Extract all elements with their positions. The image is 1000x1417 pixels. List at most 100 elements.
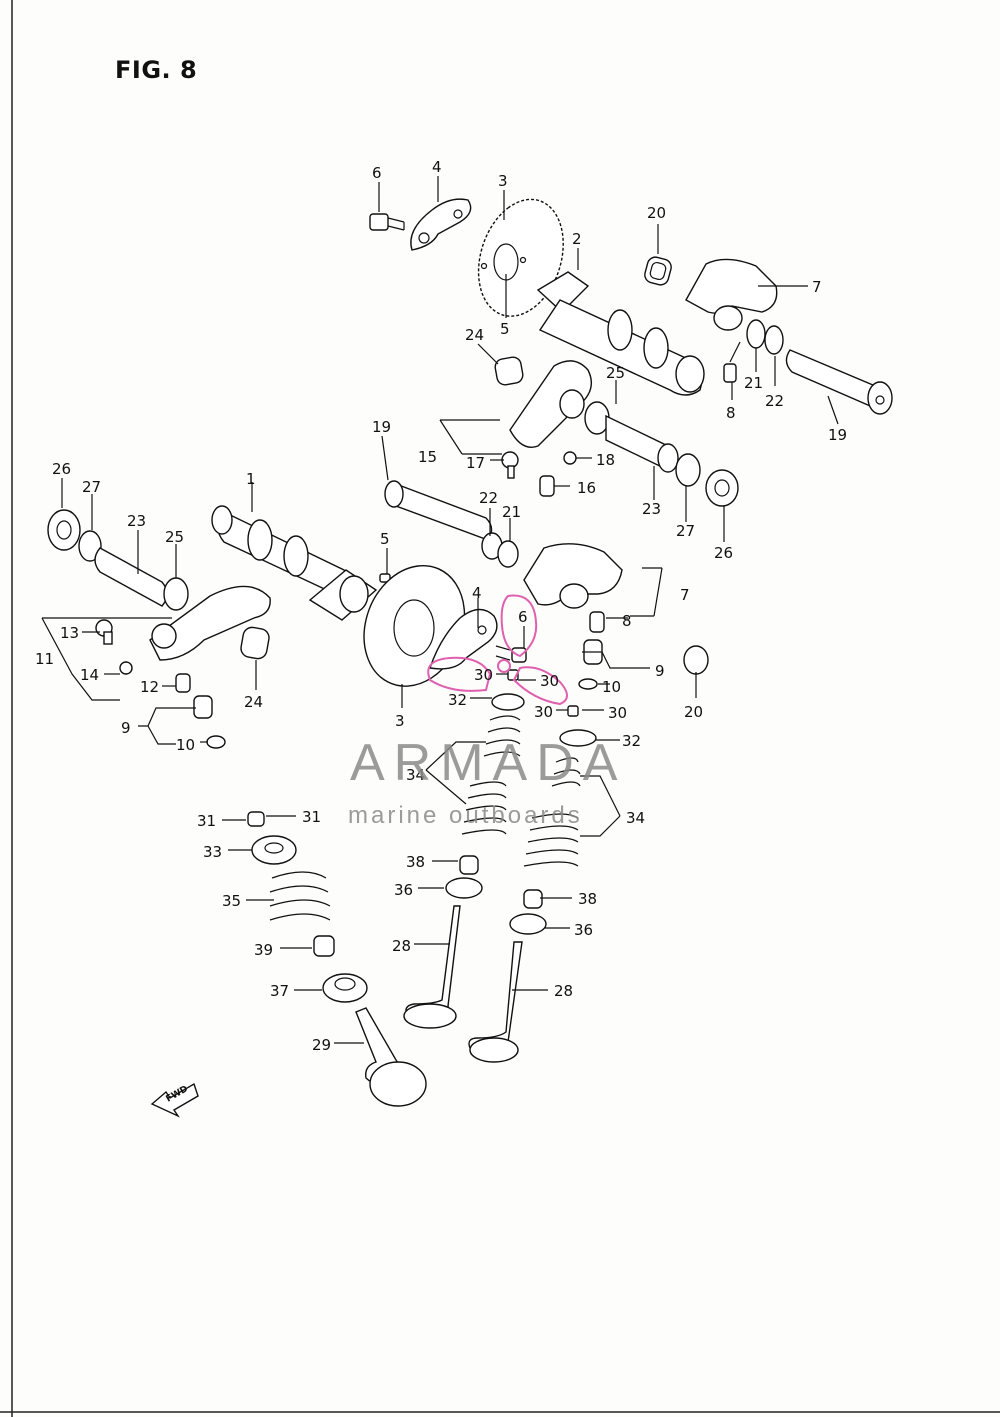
callout-c3b: 3 [395,712,405,730]
callout-c18: 18 [596,451,615,469]
callout-c11: 11 [35,650,54,668]
tappet-9-left [193,695,213,719]
adjuster-8-lower [589,611,605,633]
callout-c3a: 3 [498,172,508,190]
seal-39 [313,935,335,957]
callout-c31a: 31 [197,812,216,830]
callout-c23a: 23 [642,500,661,518]
plate-lower [429,608,498,670]
adjuster-12 [175,673,191,693]
callout-c23b: 23 [127,512,146,530]
plug-26-upper [705,469,739,507]
callout-c29: 29 [312,1036,331,1054]
washers-21-22-upper [746,319,784,355]
callout-c16: 16 [577,479,596,497]
leader-lines [41,176,839,1044]
pin-5-lower [379,573,391,583]
callout-c20a: 20 [647,204,666,222]
rocker-arm-upper-right [685,258,778,331]
callout-c4b: 4 [472,584,482,602]
bolt-upper [369,213,405,231]
callout-c38a: 38 [406,853,425,871]
callout-c30c: 30 [534,703,553,721]
callout-c6b: 6 [518,608,528,626]
callout-c26b: 26 [52,460,71,478]
o-ring-24-upper [494,356,524,386]
seal-38-left [459,855,479,875]
callout-c34a: 34 [406,766,425,784]
spring-34-left [461,715,521,835]
callout-c10b: 10 [602,678,621,696]
o-ring-24-lower [240,626,270,660]
figure-title: FIG. 8 [115,56,198,84]
washer-10-left [206,735,226,749]
watermark-brand: ARMADA [350,734,627,792]
valve-28-right [468,941,523,1063]
watermark-subtitle: marine outboards [348,802,583,829]
callout-c19b: 19 [372,418,391,436]
callout-c39: 39 [254,941,273,959]
callout-c21a: 21 [744,374,763,392]
retainer-32-right [559,729,597,747]
nut-18 [563,451,577,465]
retainer-32-left [491,693,525,711]
washers-22-21-middle [481,532,519,568]
callout-c6a: 6 [372,164,382,182]
callout-c14: 14 [80,666,99,684]
fwd-arrow-icon [150,1082,199,1118]
callout-c22b: 22 [479,489,498,507]
rocker-arm-15 [509,360,592,448]
callout-c7b: 7 [680,586,690,604]
callout-c9a: 9 [121,719,131,737]
screw-17 [501,451,519,479]
callout-c8b: 8 [622,612,632,630]
callout-c25a: 25 [606,364,625,382]
callout-c2: 2 [572,230,582,248]
adjuster-16 [539,475,555,497]
callout-c27b: 27 [82,478,101,496]
callout-c12: 12 [140,678,159,696]
rocker-arm-11 [149,585,271,661]
callout-c34b: 34 [626,809,645,827]
callout-c30d: 30 [608,704,627,722]
callout-c8a: 8 [726,404,736,422]
callout-c15: 15 [418,448,437,466]
seat-36-left [445,877,483,899]
callout-c22a: 22 [765,392,784,410]
callout-c5a: 5 [500,320,510,338]
washer-27-upper [675,453,701,487]
callout-c9b: 9 [655,662,665,680]
callout-c37: 37 [270,982,289,1000]
callout-c1: 1 [246,470,256,488]
callout-c4a: 4 [432,158,442,176]
callout-c28b: 28 [554,982,573,1000]
callout-c7a: 7 [812,278,822,296]
shaft-23-upper [605,414,679,473]
spring-35 [269,871,331,921]
callout-c38b: 38 [578,890,597,908]
callout-c31b: 31 [302,808,321,826]
washer-10-right [578,678,598,690]
callout-c17: 17 [466,454,485,472]
washer-27-lower [78,530,102,562]
valve-28-left [403,905,461,1029]
seat-36-right [509,913,547,935]
callout-c36b: 36 [574,921,593,939]
callout-c24a: 24 [465,326,484,344]
camshaft-upper [536,271,705,396]
washer-25-lower [163,577,189,611]
callout-c30b: 30 [540,672,559,690]
adjuster-8-upper [723,363,737,383]
callout-c33: 33 [203,843,222,861]
callout-c36a: 36 [394,881,413,899]
armada-propeller-logo-icon [427,594,568,706]
o-ring-20-upper [644,256,672,286]
shaft-23-lower [94,547,168,607]
plug-26-lower [47,509,81,551]
plate-upper [410,198,472,251]
callout-c21b: 21 [502,503,521,521]
valve-29 [355,1007,427,1107]
seal-38-right [523,889,543,909]
